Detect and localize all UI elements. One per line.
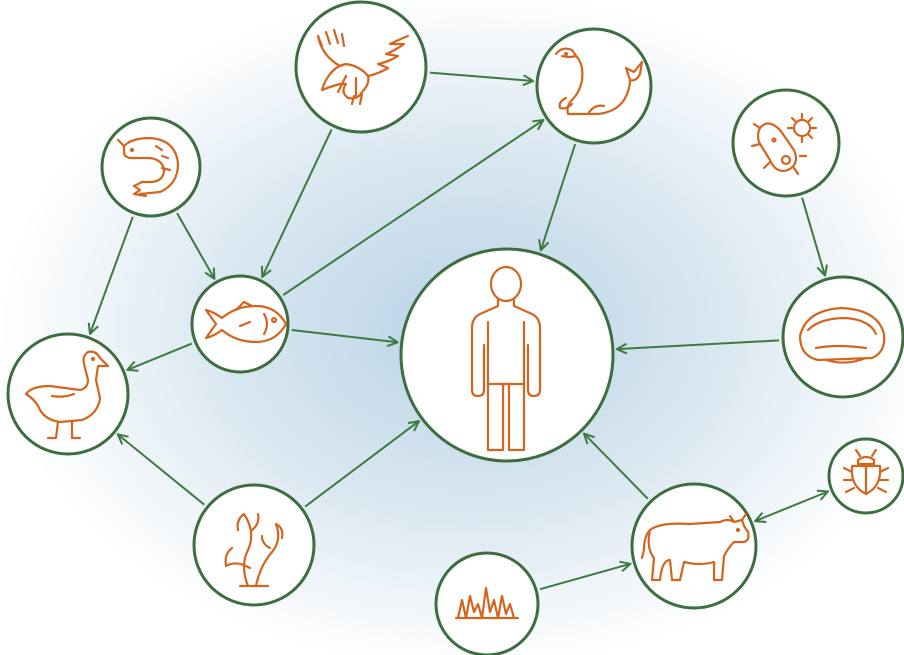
- bacteria-icon: [750, 112, 818, 176]
- seal-icon: [554, 47, 644, 116]
- node-seal: [535, 27, 653, 145]
- grass-icon: [454, 586, 520, 620]
- edge-bacteria-to-mussel: [801, 197, 825, 276]
- node-circle: [192, 483, 316, 607]
- node-circle: [630, 482, 758, 610]
- node-human: [399, 247, 615, 463]
- node-circle: [434, 551, 540, 655]
- node-circle: [781, 275, 904, 399]
- node-bacteria: [731, 88, 841, 198]
- edge-fish-to-human: [291, 329, 398, 342]
- edge-mussel-to-human: [617, 339, 780, 349]
- node-shrimp: [100, 116, 202, 218]
- node-beetle: [827, 437, 904, 515]
- shrimp-icon: [116, 136, 180, 198]
- edge-fish-to-seal: [282, 120, 543, 296]
- cow-icon: [640, 512, 750, 582]
- node-circle: [294, 0, 428, 134]
- node-cow: [630, 482, 758, 610]
- node-circle: [190, 274, 290, 374]
- edges-layer: [90, 71, 828, 591]
- node-grass: [434, 551, 540, 655]
- edge-fish-to-goose: [127, 342, 193, 370]
- beetle-icon: [842, 448, 890, 496]
- eagle-icon: [316, 28, 410, 106]
- edge-grass-to-cow: [539, 564, 630, 591]
- nodes-layer: [6, 0, 904, 655]
- node-fish: [190, 274, 290, 374]
- node-circle: [731, 88, 841, 198]
- edge-seaweed-to-goose: [118, 434, 205, 506]
- node-goose: [6, 332, 130, 456]
- node-circle: [535, 27, 653, 145]
- edge-cow-to-beetle: [755, 492, 828, 522]
- node-circle: [100, 116, 202, 218]
- edge-eagle-to-fish: [262, 128, 333, 277]
- goose-icon: [24, 350, 110, 440]
- seaweed-icon: [224, 512, 284, 588]
- edge-shrimp-to-fish: [176, 212, 214, 279]
- node-circle: [399, 247, 615, 463]
- fish-icon: [204, 300, 288, 344]
- node-eagle: [294, 0, 428, 134]
- edge-cow-to-human: [584, 434, 649, 500]
- edge-seal-to-human: [541, 143, 577, 250]
- edge-shrimp-to-goose: [90, 216, 134, 334]
- node-seaweed: [192, 483, 316, 607]
- human-icon: [470, 265, 542, 452]
- mussel-icon: [798, 306, 886, 364]
- edge-seaweed-to-human: [304, 421, 419, 508]
- edge-eagle-to-seal: [429, 71, 533, 81]
- node-mussel: [781, 275, 904, 399]
- node-circle: [6, 332, 130, 456]
